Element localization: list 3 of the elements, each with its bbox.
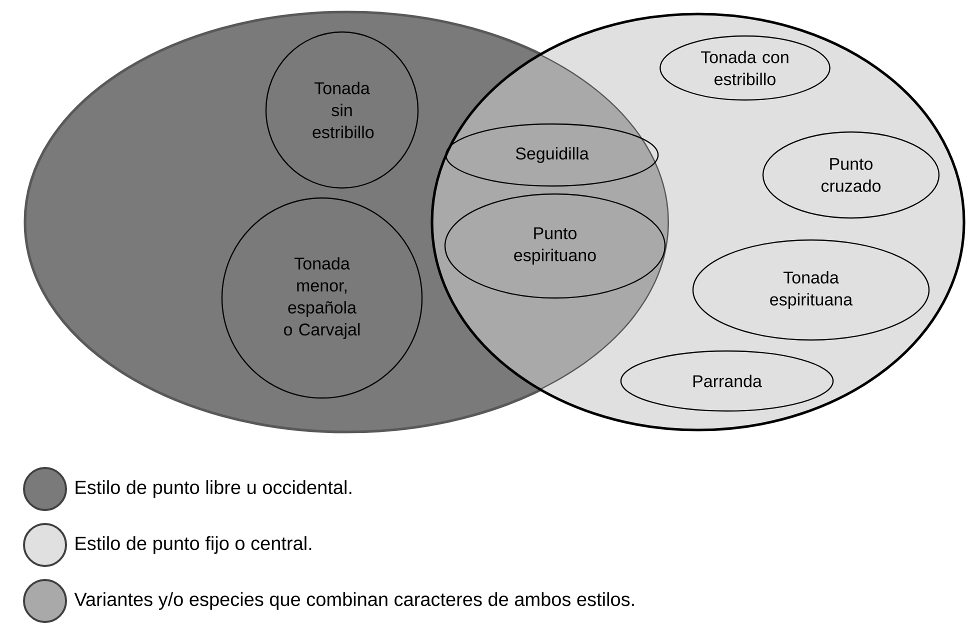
legend-text: Estilo de punto libre u occidental. (76, 480, 352, 498)
legend-text: Variantes y/o especies que combinan caracteres de ambos estilos. (74, 592, 634, 610)
legend-text: Estilo de punto fijo o central. (76, 536, 312, 554)
